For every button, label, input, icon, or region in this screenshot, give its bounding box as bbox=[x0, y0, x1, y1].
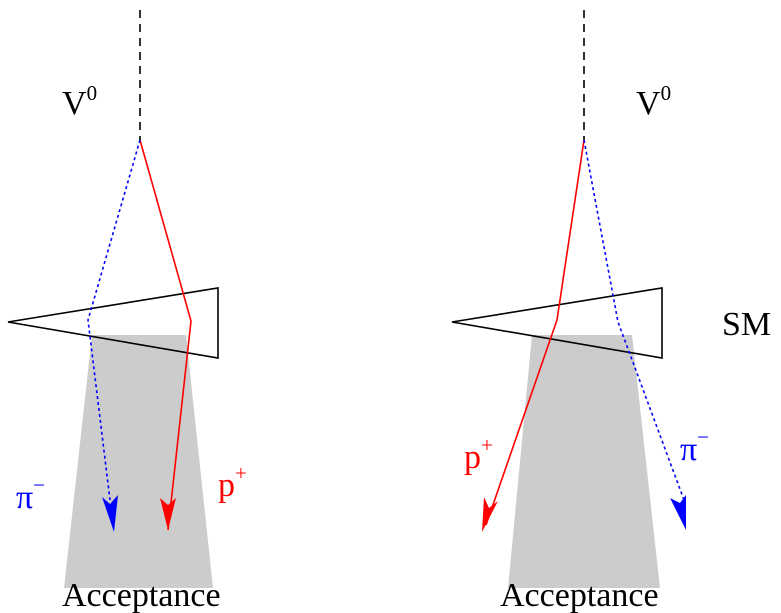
acceptance-region-left bbox=[64, 335, 213, 588]
pion-track-right bbox=[583, 139, 685, 501]
proton-label-right: p+ bbox=[464, 433, 493, 476]
pion-label-left: π− bbox=[16, 473, 45, 516]
pion-arrowhead-left bbox=[102, 495, 118, 532]
left-panel: V0 p+ π− Acceptance bbox=[7, 10, 247, 613]
sm-label: SM bbox=[722, 306, 771, 343]
silicon-module-left bbox=[7, 287, 219, 359]
pion-track-left bbox=[87, 139, 141, 501]
v0-label-right: V0 bbox=[636, 81, 671, 122]
proton-arrowhead-right bbox=[482, 497, 498, 532]
proton-arrow-right bbox=[485, 319, 558, 526]
pion-label-right: π− bbox=[680, 425, 709, 468]
acceptance-region-right bbox=[508, 335, 660, 588]
pion-arrowhead-right bbox=[670, 495, 686, 530]
proton-track-right bbox=[556, 139, 585, 321]
acceptance-label-right: Acceptance bbox=[500, 577, 659, 613]
proton-arrowhead-left bbox=[160, 498, 176, 530]
silicon-module-right bbox=[451, 287, 663, 359]
proton-track-left bbox=[139, 139, 192, 322]
proton-arrow-left bbox=[167, 320, 192, 531]
right-panel: V0 p+ π− SM Acceptance bbox=[451, 10, 771, 613]
v0-label-left: V0 bbox=[62, 81, 97, 122]
proton-label-left: p+ bbox=[218, 461, 247, 504]
acceptance-label-left: Acceptance bbox=[62, 577, 221, 613]
